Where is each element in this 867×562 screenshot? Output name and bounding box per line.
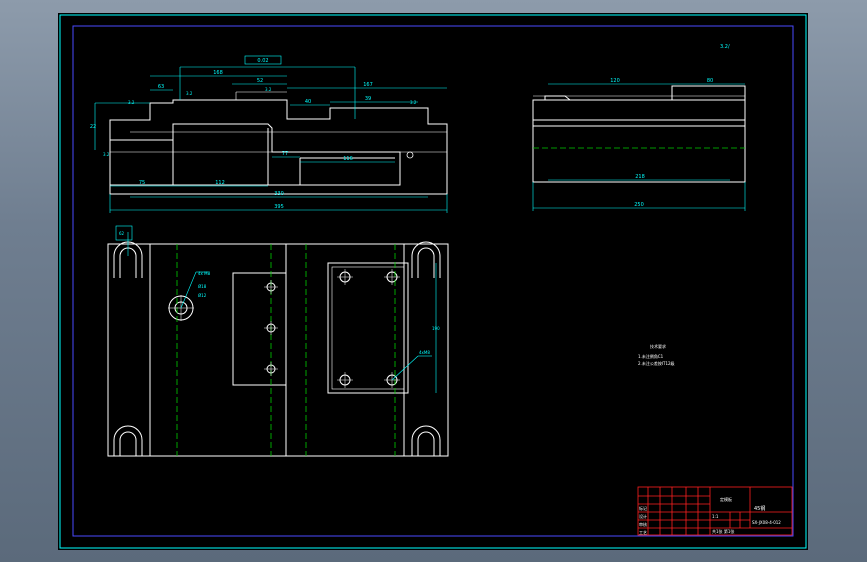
dim-62: 62 xyxy=(119,231,125,236)
dim-190: 190 xyxy=(432,326,440,331)
top-view-dimensions xyxy=(94,55,448,213)
front-view-outline xyxy=(107,243,449,457)
notes-line-1: 1.未注倒角C1 xyxy=(638,353,664,359)
drawing-frame xyxy=(72,25,794,537)
dim-77: 77 xyxy=(282,151,288,157)
dim-hole-b: Ø18 xyxy=(198,284,207,289)
top-view-dimension-labels: 0.02 168 52 167 63 40 39 77 116 75 112 3… xyxy=(90,58,373,210)
dim-250: 250 xyxy=(634,202,644,208)
top-view xyxy=(109,91,448,195)
roughness-mark: 3.2 xyxy=(128,100,135,105)
drawing-sheet xyxy=(58,13,808,550)
drawing-number: SX-JX08-4-012 xyxy=(752,520,781,525)
front-view-dimension-labels: 62 190 4x M8 Ø18 Ø12 4xM8 xyxy=(119,231,440,355)
notes-heading: 技术要求 xyxy=(650,343,666,349)
dim-330: 330 xyxy=(274,191,284,197)
insert-pocket-right xyxy=(327,262,409,394)
roughness-mark: 3.2 xyxy=(265,87,272,92)
side-view xyxy=(532,85,746,183)
scale: 1:1 xyxy=(712,514,719,519)
dim-hole-a: 4x M8 xyxy=(198,271,211,276)
row-label: 工艺 xyxy=(639,530,647,535)
clamp-slot xyxy=(113,425,143,456)
front-view-dimensions xyxy=(115,225,437,393)
clamp-slot xyxy=(411,241,441,278)
front-view-centerlines xyxy=(176,244,396,456)
dim-168: 168 xyxy=(213,70,223,76)
sheet-count: 共1张 第1张 xyxy=(712,528,734,534)
roughness-mark: 3.2 xyxy=(410,100,417,105)
roughness-mark: 3.2 xyxy=(186,91,193,96)
dim-116: 116 xyxy=(343,156,353,162)
row-label: 审核 xyxy=(639,521,647,527)
top-view-roughness-marks: 3.2 3.2 3.2 3.2 3.2 xyxy=(103,87,417,157)
side-view-dimensions xyxy=(532,83,746,211)
dim-39: 39 xyxy=(365,96,371,102)
row-label: 标记 xyxy=(639,505,647,511)
dim-80: 80 xyxy=(707,78,713,84)
dim-hole-d: 4xM8 xyxy=(419,350,430,355)
dim-218: 218 xyxy=(635,174,645,180)
dim-40: 40 xyxy=(305,99,311,105)
roughness-general-mark: 3.2/ xyxy=(720,44,730,50)
top-view-pocket xyxy=(172,124,395,185)
dim-167: 167 xyxy=(363,82,373,88)
technical-notes: 技术要求 1.未注倒角C1 2.未注公差按IT12级 xyxy=(638,343,675,366)
insert-pocket-left xyxy=(232,272,287,386)
dim-75: 75 xyxy=(139,180,145,186)
title-block xyxy=(637,486,793,536)
dim-112: 112 xyxy=(215,180,225,186)
dim-hole-c: Ø12 xyxy=(198,293,207,298)
notes-line-2: 2.未注公差按IT12级 xyxy=(638,360,675,366)
row-label: 设计 xyxy=(639,513,647,519)
side-view-outline xyxy=(532,99,746,183)
dim-395: 395 xyxy=(274,204,284,210)
dim-63: 63 xyxy=(158,84,164,90)
top-view-outline xyxy=(109,99,448,195)
dim-52: 52 xyxy=(257,78,263,84)
sheet-trim-border xyxy=(59,14,807,549)
clamp-slot xyxy=(411,425,441,456)
dim-120: 120 xyxy=(610,78,620,84)
roughness-mark: 3.2 xyxy=(103,152,110,157)
title-header: 45钢 xyxy=(754,505,765,512)
dim-22: 22 xyxy=(90,124,96,130)
part-name: 定模板 xyxy=(720,496,732,502)
dim-tolerance-frame: 0.02 xyxy=(257,58,268,64)
title-block-text: 定模板 45钢 SX-JX08-4-012 1:1 共1张 第1张 标记 设计 … xyxy=(639,496,781,535)
side-view-dimension-labels: 120 80 218 250 xyxy=(610,78,713,208)
